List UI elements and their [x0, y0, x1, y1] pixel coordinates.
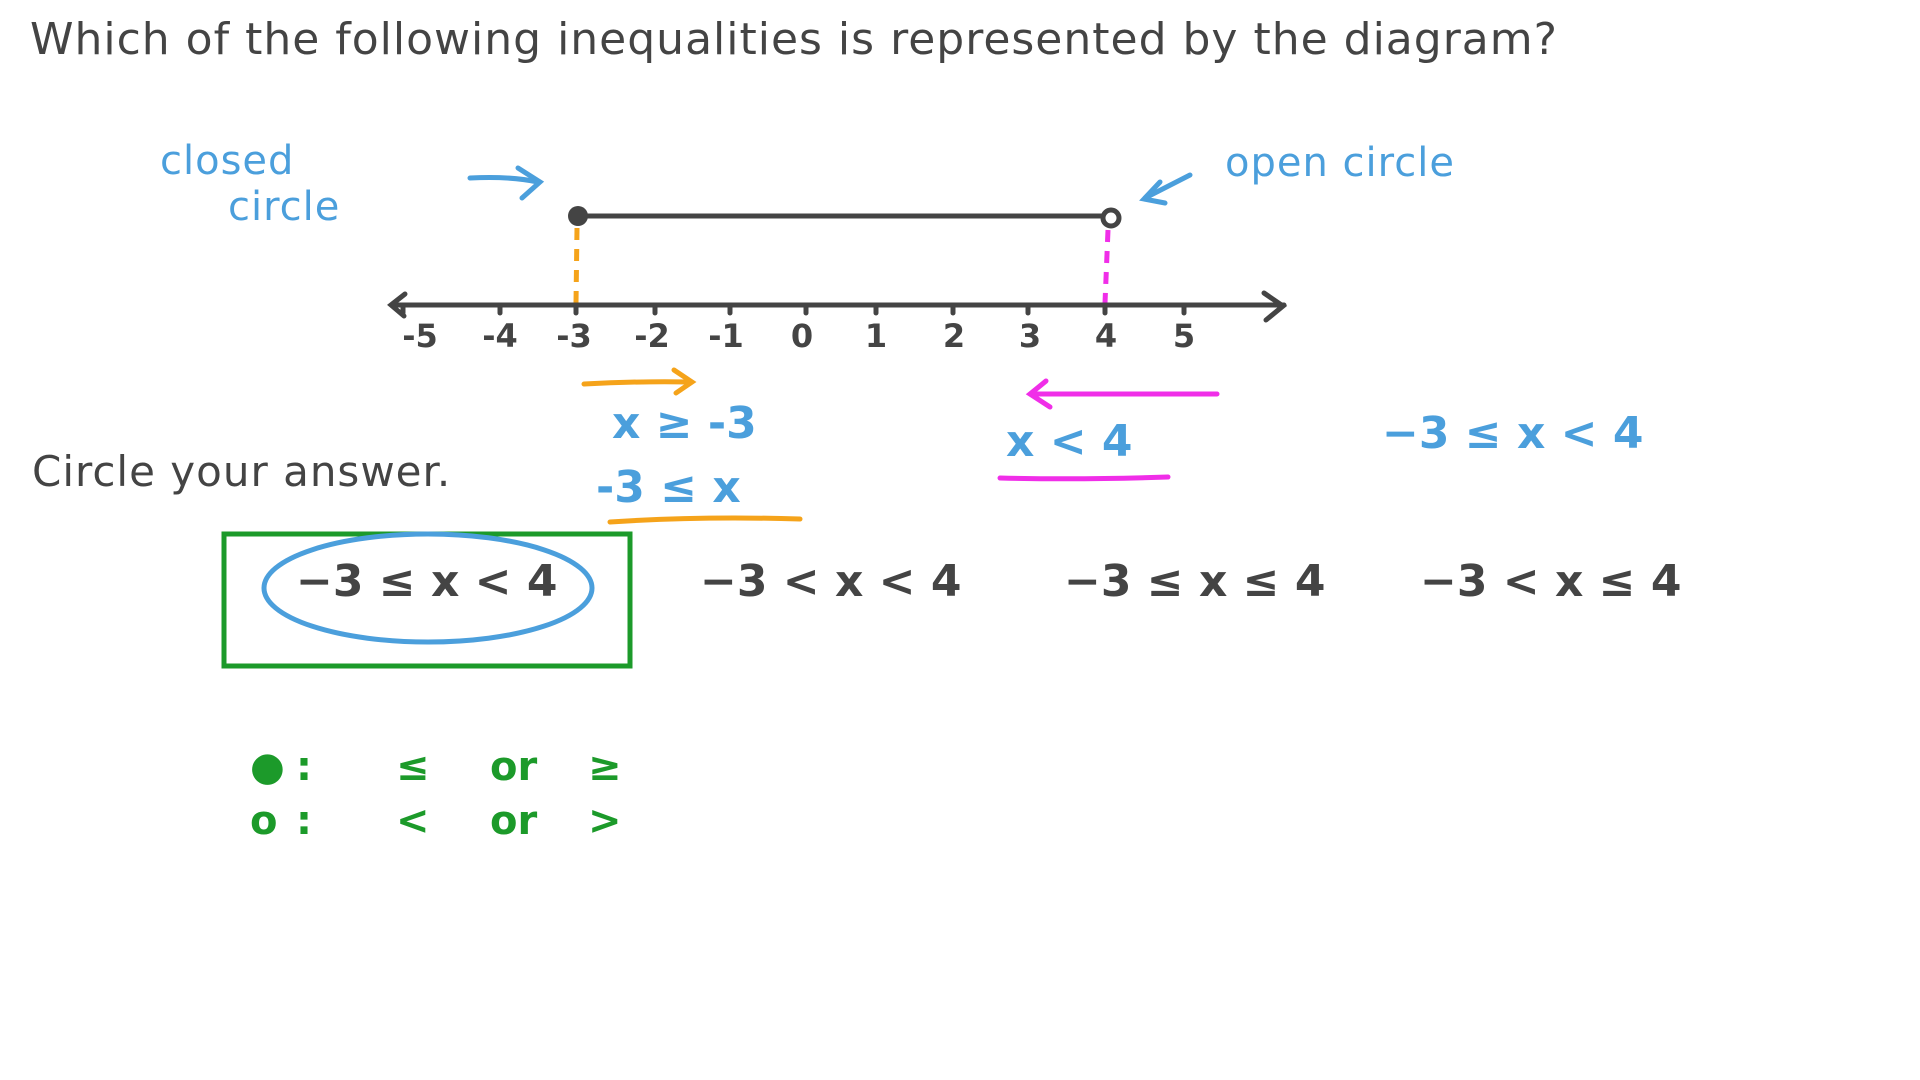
- orange-underline: [607, 515, 803, 525]
- open-circle-pointer-arrow: [1139, 172, 1193, 206]
- magenta-dashed-guide: [1102, 229, 1111, 304]
- tick-label: 4: [1094, 317, 1118, 355]
- legend-closed-row: ● : ≤ or ≥: [250, 744, 622, 790]
- tick-label: 0: [790, 317, 814, 355]
- option-4[interactable]: −3 < x ≤ 4: [1420, 556, 1682, 607]
- question-text: Which of the following inequalities is r…: [30, 14, 1558, 65]
- option-1[interactable]: −3 ≤ x < 4: [296, 556, 558, 607]
- legend-colon: :: [296, 798, 312, 844]
- filled-dot-icon: ●: [250, 744, 285, 790]
- closed-circle-pointer-arrow: [467, 165, 545, 201]
- closed-circle-label-line2: circle: [228, 184, 341, 230]
- answer-circle: [261, 531, 595, 645]
- circle-answer-prompt: Circle your answer.: [32, 447, 452, 496]
- working-combined-inequality: −3 ≤ x < 4: [1382, 408, 1644, 459]
- closed-circle-annotation: closed circle: [160, 138, 340, 230]
- tick-label: 5: [1172, 317, 1196, 355]
- tick-label: -5: [402, 317, 438, 355]
- legend-or: or: [490, 798, 538, 844]
- legend-ge-symbol: ≥: [588, 744, 622, 790]
- legend-open-row: o : < or >: [250, 798, 622, 844]
- magenta-underline: [997, 474, 1171, 482]
- tick-label: 1: [864, 317, 888, 355]
- tick-label: 3: [1018, 317, 1042, 355]
- option-2[interactable]: −3 < x < 4: [700, 556, 962, 607]
- magenta-left-arrow: [1025, 378, 1220, 410]
- legend-lt-symbol: <: [396, 798, 430, 844]
- open-dot-icon: o: [250, 798, 278, 844]
- open-circle-annotation: open circle: [1225, 140, 1455, 186]
- option-3[interactable]: −3 ≤ x ≤ 4: [1064, 556, 1326, 607]
- number-line-axis: [387, 290, 1288, 323]
- tick-label: -4: [482, 317, 518, 355]
- closed-circle-label-line1: closed: [160, 138, 295, 184]
- working-neg3-le-x: -3 ≤ x: [596, 462, 741, 513]
- legend-le-symbol: ≤: [396, 744, 430, 790]
- orange-right-arrow: [581, 367, 697, 396]
- working-x-ge-neg3: x ≥ -3: [612, 398, 757, 449]
- open-circle-endpoint: [1100, 207, 1122, 229]
- closed-circle-endpoint: [568, 206, 588, 226]
- working-x-lt-4: x < 4: [1006, 416, 1133, 467]
- tick-label: -2: [634, 317, 670, 355]
- orange-dashed-guide: [573, 227, 580, 304]
- legend-colon: :: [296, 744, 312, 790]
- legend-or: or: [490, 744, 538, 790]
- tick-label: -3: [556, 317, 592, 355]
- tick-label: 2: [942, 317, 966, 355]
- legend-gt-symbol: >: [588, 798, 622, 844]
- tick-label: -1: [708, 317, 744, 355]
